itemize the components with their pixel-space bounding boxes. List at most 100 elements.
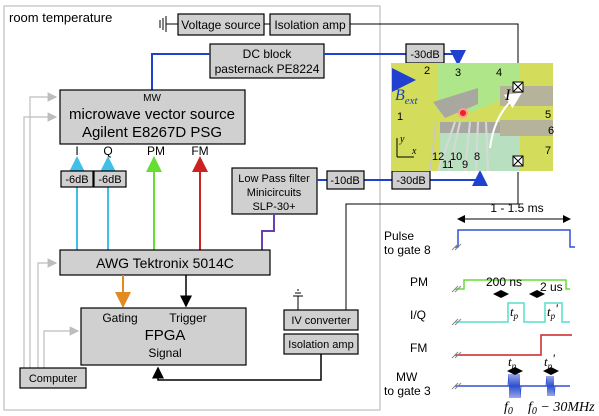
svg-text:Gating: Gating <box>102 311 137 325</box>
svg-text:6: 6 <box>548 125 554 137</box>
purple-line-awg-to-lpf <box>261 214 275 250</box>
svg-text:Voltage source: Voltage source <box>181 18 261 32</box>
mw-burst-2 <box>545 375 556 397</box>
microwave-vector-source-box: MW microwave vector source Agilent E8267… <box>59 89 246 145</box>
fm-trace <box>455 334 572 356</box>
svg-text:2: 2 <box>424 65 430 77</box>
iq-label: I/Q <box>410 308 426 322</box>
svg-text:Trigger: Trigger <box>169 311 207 325</box>
svg-text:12: 12 <box>432 151 444 163</box>
axis-indicator <box>396 138 414 158</box>
ground-symbol-top <box>159 16 178 32</box>
ground-symbol-bottom <box>293 289 303 310</box>
atten-i-box: -6dB <box>60 170 94 188</box>
isolation-amp-top-box: Isolation amp <box>269 13 351 36</box>
svg-text:IV converter: IV converter <box>291 315 351 327</box>
iv-converter-box: IV converter <box>283 309 359 331</box>
svg-text:x: x <box>411 146 417 157</box>
port-i-label: I <box>75 144 78 158</box>
timing-diagram: Pulse to gate 8 1 - 1.5 ms PM 200 ns 2 u… <box>384 201 595 416</box>
atten-q-box: -6dB <box>93 170 127 188</box>
mw-port-label: MW <box>143 93 161 104</box>
svg-text:Minicircuits: Minicircuits <box>247 187 302 199</box>
atten-30b-box: -30dB <box>391 170 431 190</box>
gate-number-labels: 1 2 3 4 5 6 7 8 9 10 11 12 <box>397 65 554 171</box>
mw-gate3-label: to gate 3 <box>384 384 431 398</box>
svg-text:pasternack PE8224: pasternack PE8224 <box>215 62 320 76</box>
wire-isolation-to-fpga <box>152 354 322 381</box>
break-marks <box>451 243 462 390</box>
svg-text:-6dB: -6dB <box>65 174 88 186</box>
svg-text:1: 1 <box>397 111 403 123</box>
svg-text:-6dB: -6dB <box>98 174 121 186</box>
pm-label: PM <box>410 275 428 289</box>
f0-shift-label: f0 − 30MHz <box>528 400 595 416</box>
svg-text:FPGA: FPGA <box>145 327 186 344</box>
awg-box: AWG Tektronix 5014C <box>59 249 271 276</box>
isolation-amp-bottom-box: Isolation amp <box>283 333 359 355</box>
fm-label: FM <box>410 341 427 355</box>
b-ext-label: Bext <box>395 87 419 107</box>
tp-iq-2: tp' <box>547 301 558 321</box>
pulse-gate8-label: to gate 8 <box>384 243 431 257</box>
svg-text:AWG Tektronix 5014C: AWG Tektronix 5014C <box>96 255 234 271</box>
room-temperature-region <box>3 5 381 411</box>
pm-trace <box>455 279 570 290</box>
voltage-source-box: Voltage source <box>177 13 265 36</box>
svg-text:10: 10 <box>450 151 462 163</box>
room-temperature-label: room temperature <box>9 10 112 25</box>
svg-text:Agilent E8267D PSG: Agilent E8267D PSG <box>82 124 222 141</box>
current-label: I <box>504 87 511 104</box>
svg-text:Computer: Computer <box>29 373 78 385</box>
svg-text:Isolation amp: Isolation amp <box>288 339 353 351</box>
pulse-trace <box>455 229 575 248</box>
fpga-box: Gating Trigger FPGA Signal <box>80 307 247 366</box>
svg-text:Isolation amp: Isolation amp <box>274 18 346 32</box>
pulse-duration: 1 - 1.5 ms <box>490 201 543 215</box>
computer-box: Computer <box>19 367 87 389</box>
svg-text:-30dB: -30dB <box>396 175 425 187</box>
svg-text:-10dB: -10dB <box>330 175 359 187</box>
pulse-label: Pulse <box>384 229 414 243</box>
wire-device-to-iv <box>345 172 519 310</box>
port-fm-label: FM <box>191 144 208 158</box>
t-200ns: 200 ns <box>486 275 522 289</box>
port-pm-label: PM <box>147 144 165 158</box>
svg-text:DC block: DC block <box>243 47 293 61</box>
svg-text:11: 11 <box>442 159 453 171</box>
mw-line-to-dc-block <box>151 53 210 90</box>
computer-connections <box>23 92 80 368</box>
svg-text:5: 5 <box>545 109 551 121</box>
wire-isolation-to-device <box>350 23 519 80</box>
low-pass-filter-box: Low Pass filter Minicircuits SLP-30+ <box>231 167 318 215</box>
svg-text:4: 4 <box>496 67 502 79</box>
tp-mw-1: tp <box>508 354 517 371</box>
dc-block-box: DC block pasternack PE8224 <box>209 43 325 79</box>
atten-10-box: -10dB <box>326 170 365 190</box>
tp-iq-1: tp <box>510 304 519 321</box>
port-q-label: Q <box>103 144 112 158</box>
blue-line-lpf-to-gate8 <box>317 170 488 186</box>
f0-label: f0 <box>504 400 513 416</box>
atten-top-box: -30dB <box>405 43 445 64</box>
svg-text:microwave vector source: microwave vector source <box>69 106 235 123</box>
svg-text:SLP-30+: SLP-30+ <box>252 201 295 213</box>
mw-line-to-gate3 <box>324 50 466 66</box>
svg-text:7: 7 <box>545 145 551 157</box>
svg-text:8: 8 <box>474 151 480 163</box>
device-micrograph: Bext I y x 1 2 3 4 5 6 7 8 9 10 11 12 <box>391 63 554 172</box>
svg-text:Low Pass filter: Low Pass filter <box>238 173 310 185</box>
mw-timing-label: MW <box>396 370 418 384</box>
svg-text:9: 9 <box>462 159 468 171</box>
svg-text:y: y <box>399 134 405 145</box>
red-dot-marker <box>458 108 468 118</box>
t-2us: 2 us <box>540 280 563 294</box>
tp-mw-2: tp' <box>544 351 555 371</box>
current-arrow <box>489 92 522 149</box>
iq-trace <box>455 302 570 323</box>
svg-text:Signal: Signal <box>148 346 181 360</box>
mw-burst-1 <box>507 373 522 399</box>
svg-text:3: 3 <box>455 67 461 79</box>
svg-text:-30dB: -30dB <box>410 49 439 61</box>
